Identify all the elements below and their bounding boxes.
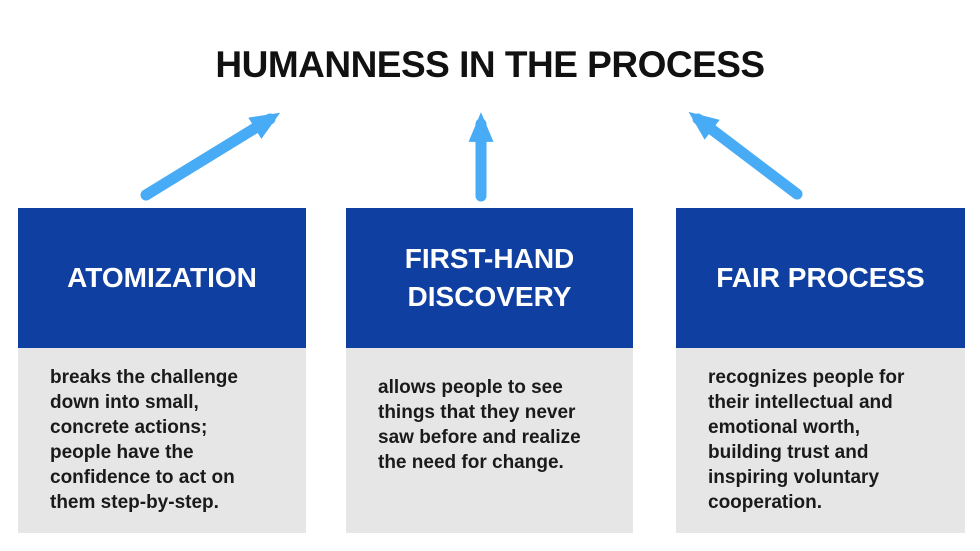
- arrow-up-right-icon: [140, 112, 281, 201]
- arrow-up-left-icon: [688, 111, 803, 200]
- column-header: ATOMIZATION: [18, 208, 306, 348]
- column-header: FAIR PROCESS: [676, 208, 965, 348]
- page-title: HUMANNESS IN THE PROCESS: [215, 44, 765, 85]
- column-description: breaks the challenge down into small, co…: [18, 348, 306, 533]
- column-description: recognizes people for their intellectual…: [676, 348, 965, 533]
- column-description: allows people to see things that they ne…: [346, 348, 633, 533]
- column-atomization: ATOMIZATION breaks the challenge down in…: [18, 208, 306, 533]
- column-first-hand-discovery: FIRST-HAND DISCOVERY allows people to se…: [346, 208, 633, 533]
- column-header: FIRST-HAND DISCOVERY: [346, 208, 633, 348]
- column-fair-process: FAIR PROCESS recognizes people for their…: [676, 208, 965, 533]
